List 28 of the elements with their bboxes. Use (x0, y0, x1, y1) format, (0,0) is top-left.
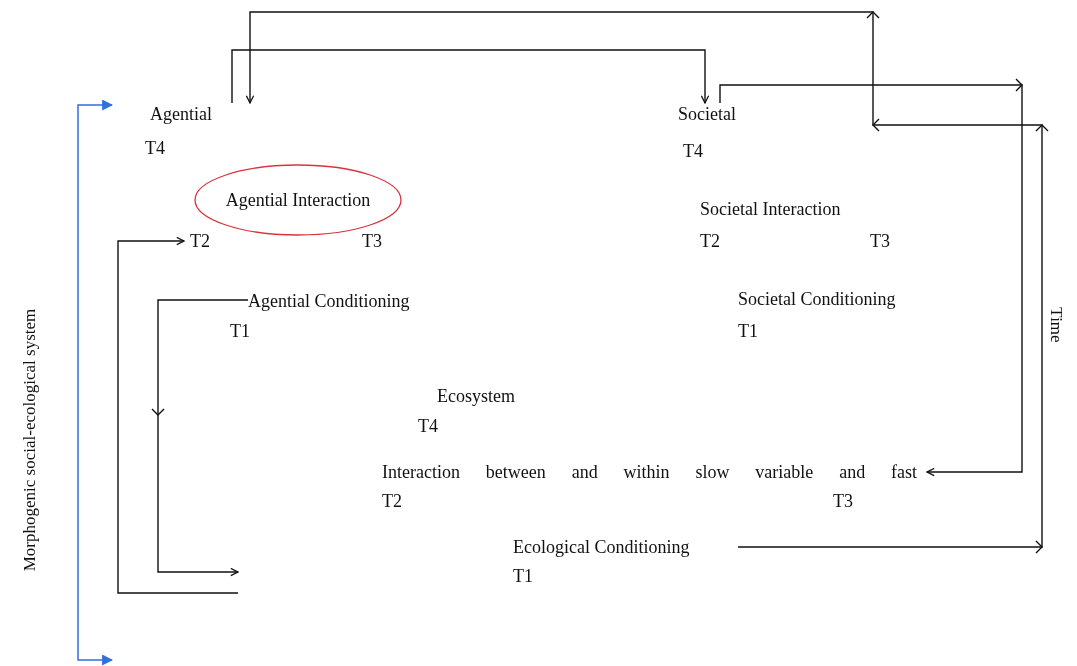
heading-text: Agential (150, 103, 260, 125)
arrow (719, 78, 1023, 477)
time-label: T1 (513, 565, 533, 587)
time-label: T3 (870, 230, 890, 252)
time-label: T3 (833, 490, 853, 512)
time-label: T4 (683, 140, 703, 162)
time-label: T4 (145, 137, 165, 159)
heading-text: Societal Conditioning (738, 288, 896, 310)
heading-text: Societal Interaction (700, 198, 841, 220)
node-label: Agential Interaction (225, 190, 371, 210)
time-label: T2 (700, 230, 720, 252)
time-label: T3 (362, 230, 382, 252)
time-label: T1 (230, 320, 250, 342)
time-label: T4 (418, 415, 438, 437)
arrow (231, 49, 710, 104)
heading-text: Ecological Conditioning (513, 536, 738, 558)
arrow (151, 299, 249, 577)
time-label: T1 (738, 320, 758, 342)
heading-text: Interaction between and within slow variable and fast (382, 461, 927, 483)
heading-text: Ecosystem (437, 385, 515, 407)
arrow (117, 236, 239, 594)
time-label: T2 (382, 490, 402, 512)
axis-label: Morphogenic social-ecological system (19, 308, 40, 572)
heading-text: Societal (678, 103, 736, 125)
arrow (245, 11, 1049, 554)
axis-label: Time (1046, 307, 1067, 343)
heading-text: Agential Conditioning (248, 290, 410, 312)
time-label: T2 (184, 230, 210, 252)
